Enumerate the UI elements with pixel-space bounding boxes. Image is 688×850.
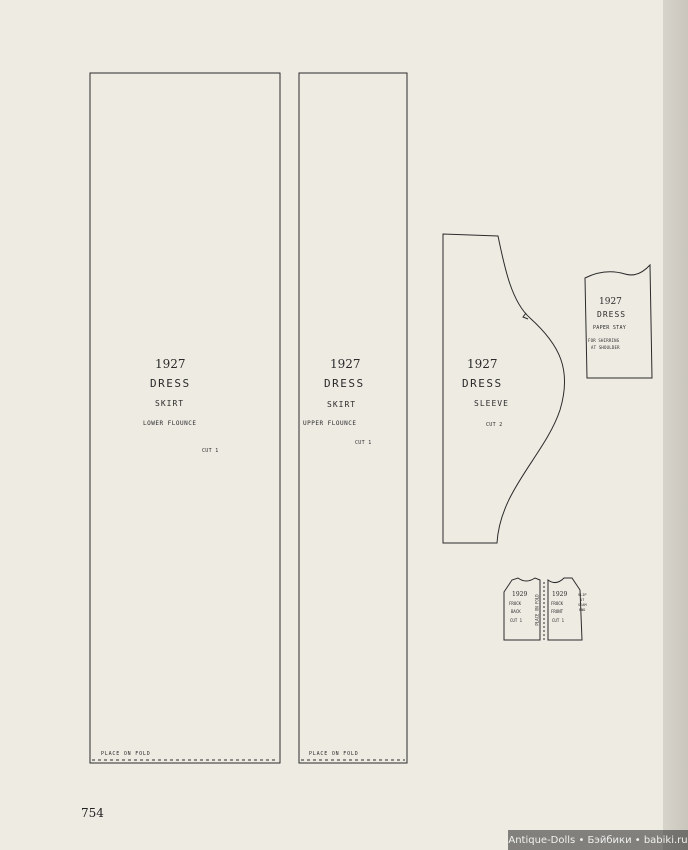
paper-stay-note2: AT SHOULDER — [591, 345, 620, 350]
frock-back-part: BACK — [511, 609, 521, 614]
upper-flounce-fold-label: PLACE ON FOLD — [309, 751, 359, 757]
frock-front-cut: CUT 1 — [552, 618, 565, 623]
lower-flounce-piece — [89, 72, 281, 764]
paper-stay-title: DRESS — [597, 310, 627, 319]
frock-back-year: 1929 — [512, 591, 528, 598]
paper-stay-note1: FOR SHIRRING — [588, 338, 620, 343]
frock-fold-label: PLACE ON FOLD — [534, 594, 540, 626]
sleeve-notch — [522, 312, 529, 320]
paper-stay-piece — [584, 263, 653, 379]
upper-flounce-cut: CUT 1 — [355, 440, 372, 446]
watermark: Antique-Dolls • Бэйбики • babiki.ru — [508, 830, 688, 850]
upper-flounce-piece — [298, 72, 408, 764]
frock-front-title: FROCK — [551, 601, 564, 606]
paper-stay-year: 1927 — [599, 297, 622, 307]
frock-back-title: FROCK — [509, 601, 522, 606]
frock-front-note1: SLIP — [578, 593, 587, 597]
frock-back-piece — [503, 577, 541, 641]
frock-front-note2: AT — [580, 598, 585, 602]
lower-flounce-year: 1927 — [155, 357, 186, 371]
upper-flounce-part: SKIRT — [327, 400, 357, 409]
frock-back-cut: CUT 1 — [510, 618, 523, 623]
frock-front-note4: END — [579, 608, 586, 612]
paper-stay-part: PAPER STAY — [593, 325, 627, 331]
sleeve-piece — [442, 233, 566, 544]
lower-flounce-cut: CUT 1 — [202, 448, 219, 454]
upper-flounce-year: 1927 — [330, 357, 361, 371]
upper-flounce-title: DRESS — [324, 377, 365, 390]
lower-flounce-title: DRESS — [150, 377, 191, 390]
lower-flounce-fold-label: PLACE ON FOLD — [101, 751, 151, 757]
page-edge-shadow — [663, 0, 688, 850]
sleeve-title: DRESS — [462, 377, 503, 390]
frock-front-piece — [547, 577, 583, 641]
lower-flounce-piece-name: LOWER FLOUNCE — [143, 420, 197, 427]
sleeve-cut: CUT 2 — [486, 422, 503, 428]
lower-flounce-part: SKIRT — [155, 399, 185, 408]
sleeve-part: SLEEVE — [474, 399, 509, 408]
sleeve-year: 1927 — [467, 357, 498, 371]
frock-front-part: FRONT — [551, 609, 564, 614]
frock-front-year: 1929 — [552, 591, 568, 598]
upper-flounce-piece-name: UPPER FLOUNCE — [303, 420, 357, 427]
pattern-page — [0, 0, 663, 850]
frock-front-note3: SEAM — [578, 603, 587, 607]
page-number: 754 — [81, 806, 104, 820]
